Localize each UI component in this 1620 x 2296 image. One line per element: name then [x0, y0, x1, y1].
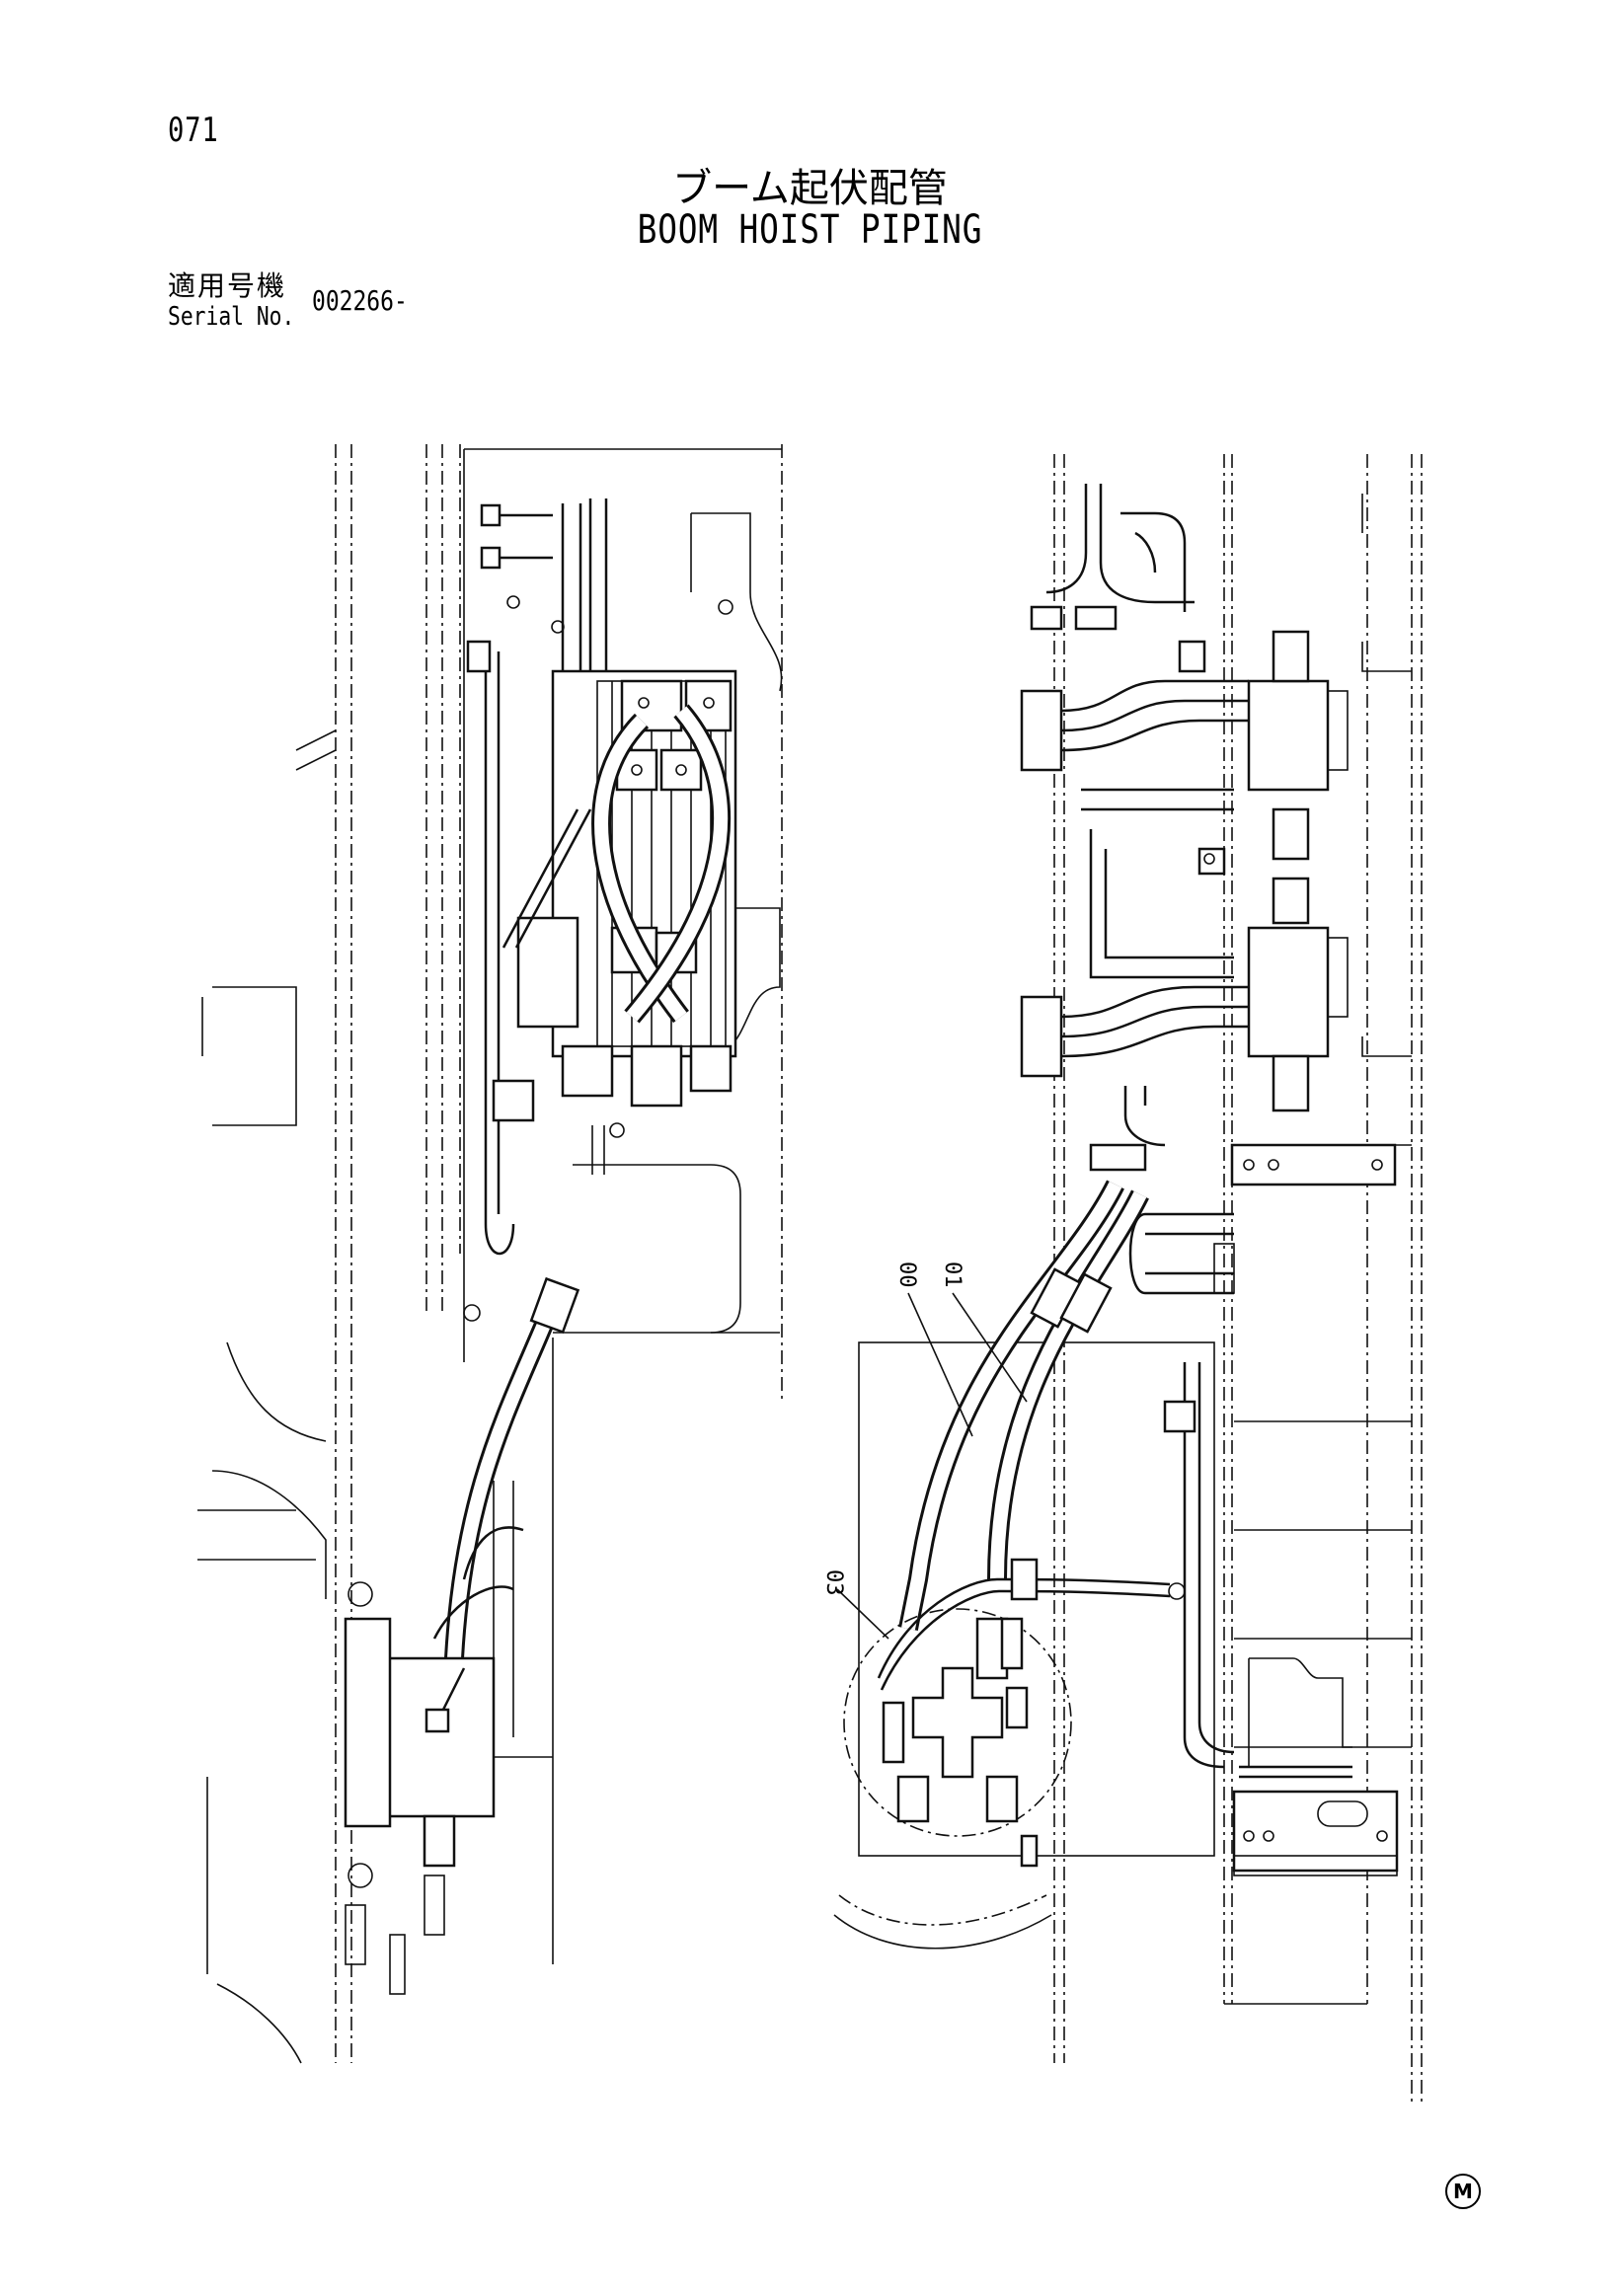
serial-number-value: 002266-: [312, 284, 408, 317]
bolt-group: [480, 503, 565, 634]
hoist-motor-left: [344, 1581, 496, 1995]
valve-blocks-right: [1020, 630, 1349, 1112]
serial-label-english: Serial No.: [168, 302, 295, 332]
title-english: BOOM HOIST PIPING: [637, 207, 983, 253]
hoist-motor-right: [843, 1558, 1072, 1868]
page-number: 071: [168, 111, 219, 150]
callout-00: 00: [894, 1262, 919, 1288]
callout-01: 01: [940, 1262, 964, 1288]
title-japanese: ブーム起伏配管: [672, 166, 948, 211]
hoses-right: [877, 1180, 1186, 1691]
footer-mark: M: [1445, 2174, 1481, 2209]
left-view: [197, 444, 783, 2064]
callout-03: 03: [821, 1569, 846, 1596]
right-view: [833, 454, 1423, 2103]
control-valve: [516, 669, 737, 1108]
main-hose-left: [432, 1276, 580, 1659]
right-lower-parts: [1163, 1362, 1399, 1876]
serial-label-japanese: 適用号機: [168, 269, 287, 302]
mounting-bracket: [1230, 1143, 1397, 1186]
callouts: 00 01 03: [821, 1262, 1028, 1640]
